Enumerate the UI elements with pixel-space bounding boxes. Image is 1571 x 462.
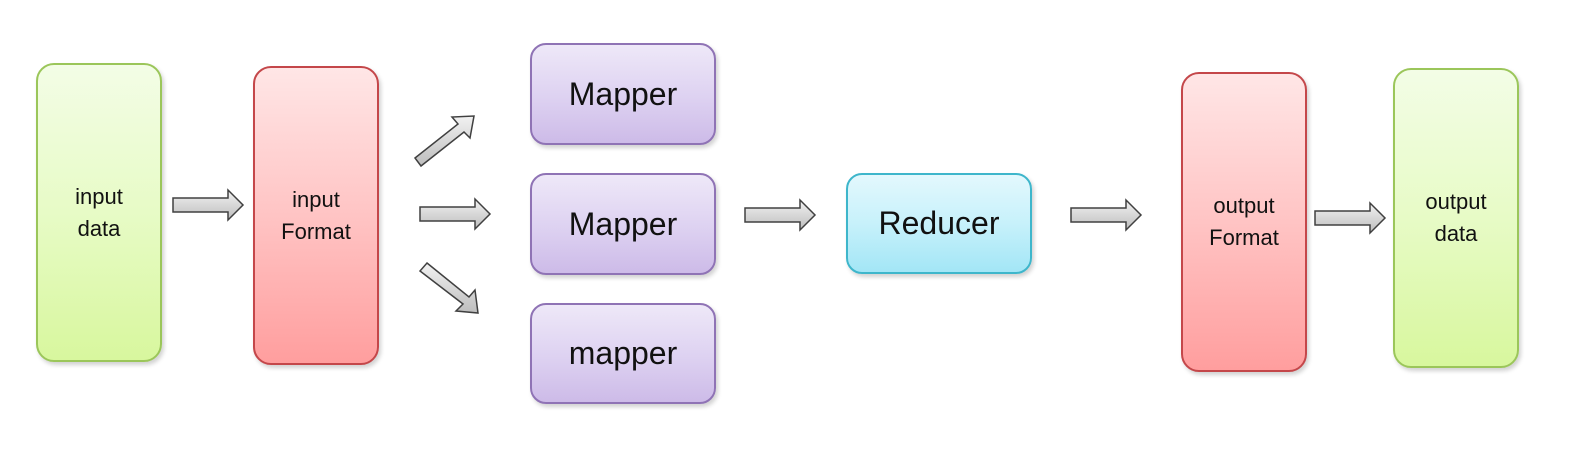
arrow-mapper-to-reducer bbox=[744, 198, 817, 232]
mapper-label-2: Mapper bbox=[568, 205, 678, 242]
arrow-format-to-mapper-1 bbox=[413, 115, 475, 168]
mapper-label-1: Mapper bbox=[568, 75, 678, 112]
reducer-box: Reducer bbox=[846, 173, 1032, 274]
output-format-label: output Format bbox=[1209, 193, 1279, 250]
mapper-box-2: Mapper bbox=[530, 173, 716, 275]
mapper-box-3: mapper bbox=[530, 303, 716, 404]
arrow-format-to-mapper-2 bbox=[419, 197, 492, 231]
mapper-box-1: Mapper bbox=[530, 43, 716, 145]
output-format-box: output Format bbox=[1181, 72, 1307, 372]
arrow-format-to-mapper-3 bbox=[418, 261, 479, 314]
arrow-input-to-format bbox=[172, 188, 245, 222]
arrow-reducer-to-output-format bbox=[1070, 198, 1143, 232]
input-format-box: input Format bbox=[253, 66, 379, 365]
input-data-label: input data bbox=[75, 183, 123, 241]
input-format-label: input Format bbox=[281, 186, 351, 244]
arrow-output-format-to-output-data bbox=[1314, 201, 1387, 235]
reducer-label: Reducer bbox=[878, 205, 1000, 241]
input-data-box: input data bbox=[36, 63, 162, 362]
output-data-box: output data bbox=[1393, 68, 1519, 368]
mapper-label-3: mapper bbox=[568, 335, 678, 371]
output-data-label: output data bbox=[1425, 189, 1487, 246]
